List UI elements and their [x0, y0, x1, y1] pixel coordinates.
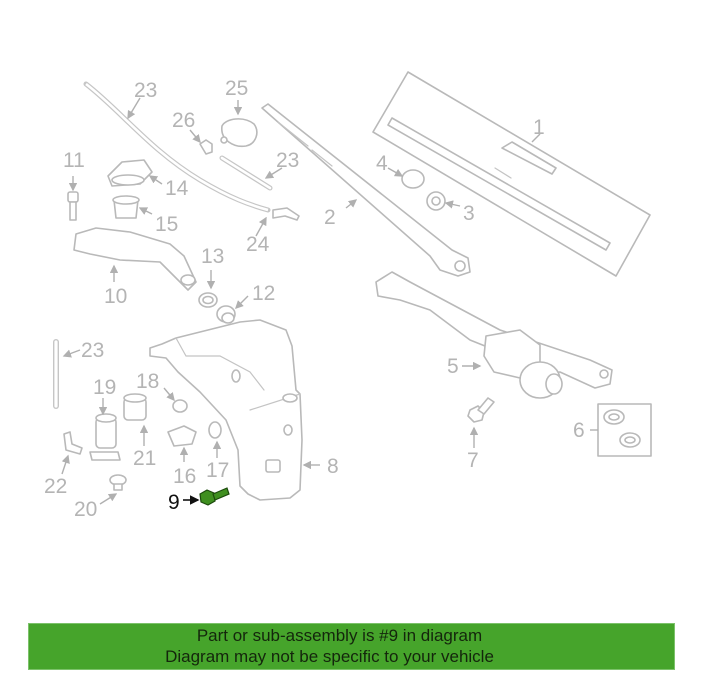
callout-17: 17: [206, 459, 230, 482]
part-13-seal: [198, 270, 218, 308]
part-15-filter: [112, 195, 153, 219]
info-banner: Part or sub-assembly is #9 in diagram Di…: [28, 623, 675, 670]
callout-24: 24: [246, 233, 270, 256]
callout-23-top: 23: [134, 79, 158, 102]
callout-13: 13: [201, 245, 225, 268]
part-26-clip: [189, 129, 213, 155]
callout-4: 4: [376, 152, 388, 175]
callout-8: 8: [327, 455, 339, 478]
callout-26: 26: [172, 109, 196, 132]
callout-22: 22: [44, 475, 68, 498]
part-4-cap: [387, 167, 425, 189]
part-24-connector: [255, 207, 300, 237]
callout-18: 18: [136, 370, 160, 393]
part-16-level-sensor: [167, 425, 197, 462]
parts-diagram: [53, 71, 652, 506]
callout-1: 1: [533, 116, 545, 139]
callout-9-highlighted[interactable]: 9: [168, 491, 180, 514]
callout-23-middle: 23: [276, 149, 300, 172]
callout-15: 15: [155, 213, 179, 236]
callout-16: 16: [173, 465, 197, 488]
callout-21: 21: [133, 447, 157, 470]
part-25-nozzle: [220, 100, 258, 148]
part-18-sensor-plug: [163, 387, 188, 413]
part-2-wiper-arm: [261, 103, 471, 277]
callout-12: 12: [252, 282, 276, 305]
part-5-wiper-motor-linkage: [375, 271, 613, 399]
callout-11: 11: [63, 149, 85, 172]
callout-19: 19: [93, 376, 117, 399]
callout-5: 5: [447, 355, 459, 378]
part-6-grommets: [590, 403, 652, 457]
part-1-wiper-blade: [372, 71, 651, 277]
part-23-hoses: [53, 81, 283, 409]
part-8-washer-reservoir: [149, 319, 320, 501]
callout-23-left: 23: [81, 339, 105, 362]
callout-20: 20: [74, 498, 98, 521]
callout-14: 14: [165, 177, 189, 200]
part-22-elbow: [61, 431, 83, 475]
callout-25: 25: [225, 77, 249, 100]
part-21-pump-grommet: [123, 393, 149, 446]
callout-6: 6: [573, 419, 585, 442]
part-14-reservoir-cap: [107, 159, 163, 187]
part-10-filler-neck: [73, 227, 197, 291]
banner-disclaimer-line: Diagram may not be specific to your vehi…: [165, 647, 494, 666]
part-7-bolt: [467, 397, 495, 448]
part-12-grommet: [216, 295, 249, 324]
callout-10: 10: [104, 285, 128, 308]
part-3-nut: [426, 191, 461, 211]
banner-part-line: Part or sub-assembly is #9 in diagram: [196, 626, 483, 645]
part-17-seal: [208, 421, 222, 458]
part-9-bolt-highlighted[interactable]: [183, 487, 230, 506]
callout-2: 2: [324, 206, 336, 229]
callout-7: 7: [467, 449, 479, 472]
callout-3: 3: [463, 202, 475, 225]
part-20-grommet: [99, 474, 127, 505]
part-11-bolt: [67, 176, 79, 221]
part-19-washer-pump: [89, 398, 121, 461]
